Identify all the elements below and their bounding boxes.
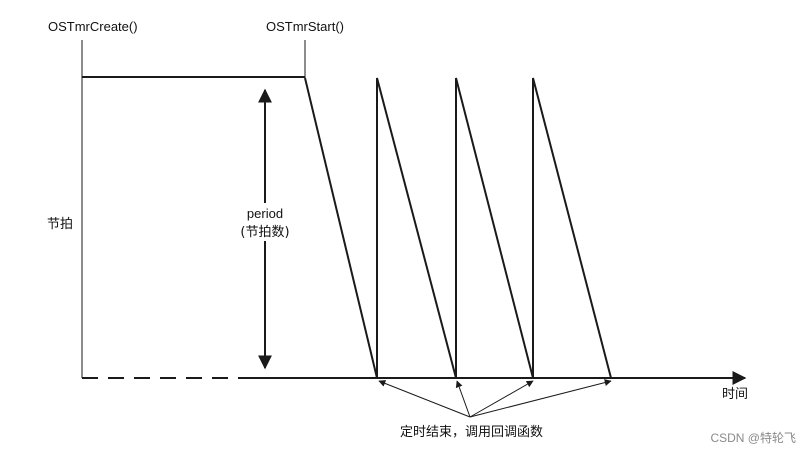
- ostmrcreate-label: OSTmrCreate(): [48, 19, 138, 34]
- period-sub-label: (节拍数): [240, 225, 289, 240]
- period-label: period: [247, 206, 283, 221]
- period-label-bg: [232, 203, 300, 241]
- ostmrstart-label: OSTmrStart(): [266, 19, 344, 34]
- watermark: CSDN @特轮飞: [710, 430, 796, 445]
- x-axis-label: 时间: [722, 387, 748, 402]
- y-axis-label: 节拍: [47, 217, 73, 232]
- callback-arrow-1: [378, 380, 471, 418]
- countdown-sawtooth: [304, 77, 612, 379]
- callback-arrow-2: [455, 380, 471, 418]
- callback-arrow-4: [469, 379, 612, 418]
- callback-note: 定时结束，调用回调函数: [400, 425, 543, 440]
- callback-arrow-3: [469, 380, 534, 418]
